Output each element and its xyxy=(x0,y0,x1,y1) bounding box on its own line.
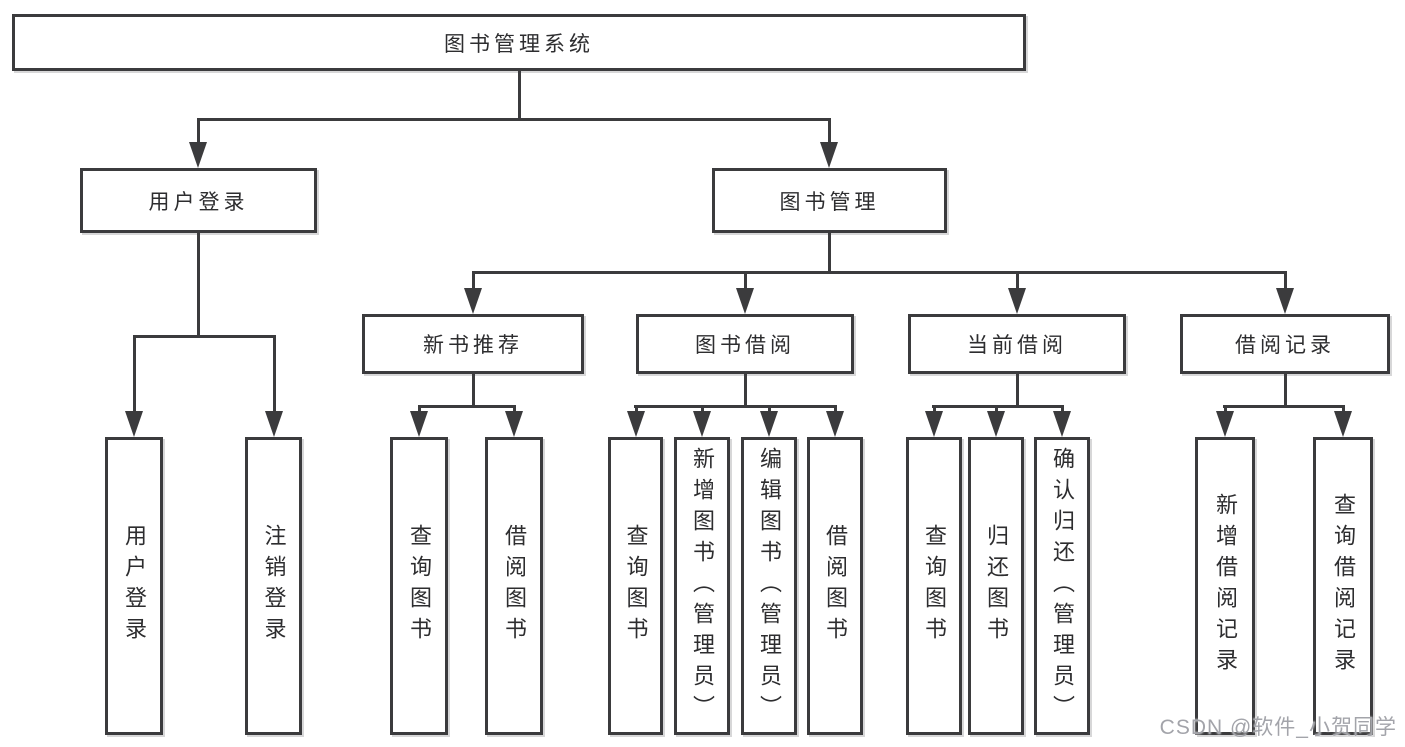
connector-arrow-shaft xyxy=(744,271,747,291)
leaf-query-books-current: 查询图书 xyxy=(906,437,962,735)
leaf-query-borrow-record-label: 查询借阅记录 xyxy=(1331,493,1356,679)
node-current-borrow: 当前借阅 xyxy=(908,314,1126,374)
leaf-add-books-admin: 新增图书（管理员） xyxy=(674,437,730,735)
connector-arrow-shaft xyxy=(273,335,276,415)
node-book-borrow-label: 图书借阅 xyxy=(695,334,795,357)
node-new-book-recommend-label: 新书推荐 xyxy=(423,334,523,357)
connector-arrow-shaft xyxy=(1016,271,1019,291)
csdn-watermark: CSDN @软件_小贺同学 xyxy=(1159,716,1397,739)
connector-stub xyxy=(472,374,475,407)
leaf-return-books-label: 归还图书 xyxy=(984,524,1009,648)
leaf-user-login-label: 用户登录 xyxy=(122,524,147,648)
node-book-management: 图书管理 xyxy=(712,168,947,233)
connector-bar xyxy=(634,405,837,408)
connector-arrow-shaft xyxy=(513,405,516,415)
arrowhead-down-icon xyxy=(760,411,778,437)
node-user-login-label: 用户登录 xyxy=(148,190,249,214)
node-borrow-records-label: 借阅记录 xyxy=(1235,334,1335,357)
arrowhead-down-icon xyxy=(925,411,943,437)
node-user-login: 用户登录 xyxy=(80,168,317,233)
leaf-query-books-recommend-label: 查询图书 xyxy=(407,524,432,648)
leaf-add-borrow-record: 新增借阅记录 xyxy=(1195,437,1255,735)
leaf-query-borrow-record: 查询借阅记录 xyxy=(1313,437,1373,735)
leaf-borrow-books-recommend: 借阅图书 xyxy=(485,437,543,735)
arrowhead-down-icon xyxy=(736,288,754,314)
connector-arrow-shaft xyxy=(635,405,638,415)
connector-user-login-bar xyxy=(133,335,276,338)
arrowhead-down-icon xyxy=(1053,411,1071,437)
leaf-logout: 注销登录 xyxy=(245,437,302,735)
leaf-query-books-borrow: 查询图书 xyxy=(608,437,663,735)
node-current-borrow-label: 当前借阅 xyxy=(967,334,1067,357)
leaf-borrow-books-label: 借阅图书 xyxy=(823,524,848,648)
arrowhead-down-icon xyxy=(1008,288,1026,314)
leaf-user-login: 用户登录 xyxy=(105,437,163,735)
connector-arrow-shaft xyxy=(933,405,936,415)
node-library-system-label: 图书管理系统 xyxy=(444,32,594,56)
arrowhead-down-icon xyxy=(1334,411,1352,437)
connector-arrow-shaft xyxy=(133,335,136,415)
leaf-borrow-books: 借阅图书 xyxy=(807,437,863,735)
leaf-edit-books-admin-label: 编辑图书（管理员） xyxy=(757,446,782,726)
arrowhead-down-icon xyxy=(826,411,844,437)
node-book-borrow: 图书借阅 xyxy=(636,314,854,374)
connector-arrow-shaft xyxy=(768,405,771,415)
arrowhead-down-icon xyxy=(627,411,645,437)
connector-level2-bar xyxy=(197,118,831,121)
connector-root-stub xyxy=(518,71,521,118)
connector-arrow-shaft xyxy=(472,271,475,291)
leaf-logout-label: 注销登录 xyxy=(261,524,287,648)
connector-arrow-shaft xyxy=(418,405,421,415)
connector-arrow-shaft xyxy=(197,118,200,146)
connector-bar xyxy=(418,405,516,408)
leaf-borrow-books-recommend-label: 借阅图书 xyxy=(502,524,527,648)
connector-arrow-shaft xyxy=(1224,405,1227,415)
leaf-add-books-admin-label: 新增图书（管理员） xyxy=(690,446,715,726)
leaf-edit-books-admin: 编辑图书（管理员） xyxy=(741,437,797,735)
arrowhead-down-icon xyxy=(987,411,1005,437)
leaf-query-books-recommend: 查询图书 xyxy=(390,437,448,735)
leaf-query-books-borrow-label: 查询图书 xyxy=(623,524,649,648)
arrowhead-down-icon xyxy=(820,142,838,168)
node-borrow-records: 借阅记录 xyxy=(1180,314,1390,374)
connector-arrow-shaft xyxy=(1061,405,1064,415)
leaf-confirm-return-admin: 确认归还（管理员） xyxy=(1034,437,1090,735)
node-new-book-recommend: 新书推荐 xyxy=(362,314,584,374)
connector-level3-bar xyxy=(472,271,1287,274)
node-library-system: 图书管理系统 xyxy=(12,14,1026,71)
connector-stub xyxy=(1284,374,1287,407)
arrowhead-down-icon xyxy=(693,411,711,437)
arrowhead-down-icon xyxy=(189,142,207,168)
connector-arrow-shaft xyxy=(828,118,831,146)
arrowhead-down-icon xyxy=(505,411,523,437)
connector-bar xyxy=(932,405,1064,408)
connector-stub xyxy=(744,374,747,407)
leaf-confirm-return-admin-label: 确认归还（管理员） xyxy=(1050,446,1075,726)
connector-user-login-stub xyxy=(197,233,200,337)
arrowhead-down-icon xyxy=(125,411,143,437)
leaf-add-borrow-record-label: 新增借阅记录 xyxy=(1213,493,1238,679)
connector-arrow-shaft xyxy=(995,405,998,415)
leaf-return-books: 归还图书 xyxy=(968,437,1024,735)
connector-book-mgmt-stub xyxy=(828,232,831,273)
connector-arrow-shaft xyxy=(701,405,704,415)
connector-arrow-shaft xyxy=(1342,405,1345,415)
connector-arrow-shaft xyxy=(834,405,837,415)
arrowhead-down-icon xyxy=(265,411,283,437)
leaf-query-books-current-label: 查询图书 xyxy=(922,524,947,648)
connector-stub xyxy=(1016,374,1019,407)
connector-arrow-shaft xyxy=(1284,271,1287,291)
arrowhead-down-icon xyxy=(1216,411,1234,437)
arrowhead-down-icon xyxy=(410,411,428,437)
arrowhead-down-icon xyxy=(464,288,482,314)
arrowhead-down-icon xyxy=(1276,288,1294,314)
node-book-management-label: 图书管理 xyxy=(779,190,880,214)
connector-bar xyxy=(1223,405,1345,408)
